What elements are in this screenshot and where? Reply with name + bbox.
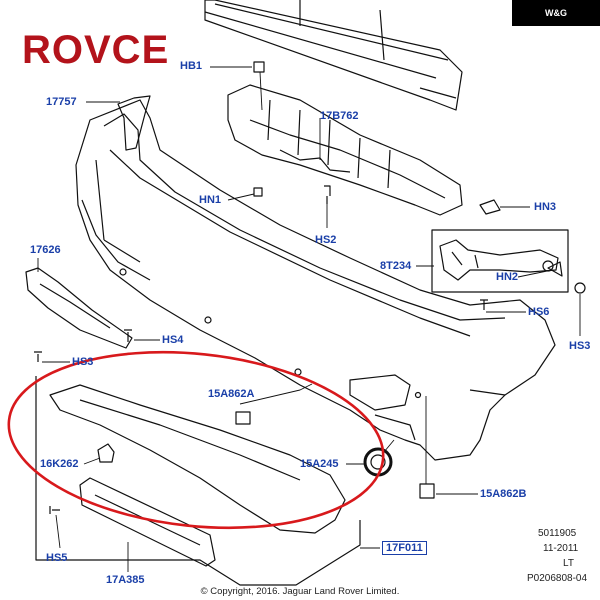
- clip-hn1: [253, 187, 263, 197]
- left-trim-strip: [25, 267, 133, 349]
- label-hs4: HS4: [162, 334, 184, 346]
- label-15a245: 15A245: [300, 458, 339, 470]
- screw-hs3-right: [574, 282, 586, 294]
- label-17a385: 17A385: [106, 574, 145, 586]
- label-hs3-left: HS3: [72, 356, 94, 368]
- label-hs2: HS2: [315, 234, 337, 246]
- leader-lines: [37, 66, 581, 572]
- bumper-cover: [75, 99, 556, 461]
- tow-eye-cover: [363, 447, 393, 477]
- clip-15a862b: [419, 483, 435, 499]
- label-16k262: 16K262: [40, 458, 79, 470]
- upper-left-bracket: [117, 95, 151, 151]
- copyright-notice: © Copyright, 2016. Jaguar Land Rover Lim…: [200, 586, 400, 597]
- label-17b762: 17B762: [320, 110, 359, 122]
- label-15a862b: 15A862B: [480, 488, 527, 500]
- meta-code: 5011905: [538, 528, 577, 539]
- meta-date: 11-2011: [543, 543, 579, 554]
- label-hs5: HS5: [46, 552, 68, 564]
- label-hb1: HB1: [180, 60, 203, 72]
- screw-hs2: [324, 185, 331, 204]
- label-17626: 17626: [30, 244, 61, 256]
- label-hn3: HN3: [534, 201, 557, 213]
- clip-15a862a: [235, 411, 251, 425]
- label-hs3-right: HS3: [569, 340, 591, 352]
- highlight-ellipse: [7, 350, 385, 530]
- label-hn1: HN1: [199, 194, 222, 206]
- clip-hn2: [547, 261, 563, 277]
- label-hn2: HN2: [496, 271, 519, 283]
- clip-hb1: [253, 61, 265, 73]
- lower-frame: [35, 376, 361, 586]
- label-15a862a: 15A862A: [208, 388, 255, 400]
- energy-absorber: [227, 84, 463, 216]
- label-8t234: 8T234: [380, 260, 412, 272]
- right-bracket-box: [431, 229, 569, 293]
- screw-hs3-left: [34, 351, 42, 362]
- label-hs6: HS6: [528, 306, 550, 318]
- undertray: [49, 384, 346, 534]
- brand-logo: ROVCE: [22, 28, 170, 72]
- bumper-beam: [204, 0, 463, 111]
- retainer-16k262: [97, 443, 115, 463]
- label-17757: 17757: [46, 96, 77, 108]
- callout-17f011: 17F011: [382, 541, 427, 555]
- clip-hn3: [479, 199, 501, 215]
- meta-side: LT: [563, 558, 574, 569]
- screw-hs4: [124, 329, 132, 342]
- screw-hs6: [480, 299, 488, 310]
- plate-bracket: [79, 477, 216, 567]
- wg-text: W&G: [545, 8, 567, 18]
- screw-hs5: [49, 506, 60, 514]
- meta-ref: P0206808-04: [527, 573, 588, 584]
- watermark-badge: W&G: [512, 0, 600, 26]
